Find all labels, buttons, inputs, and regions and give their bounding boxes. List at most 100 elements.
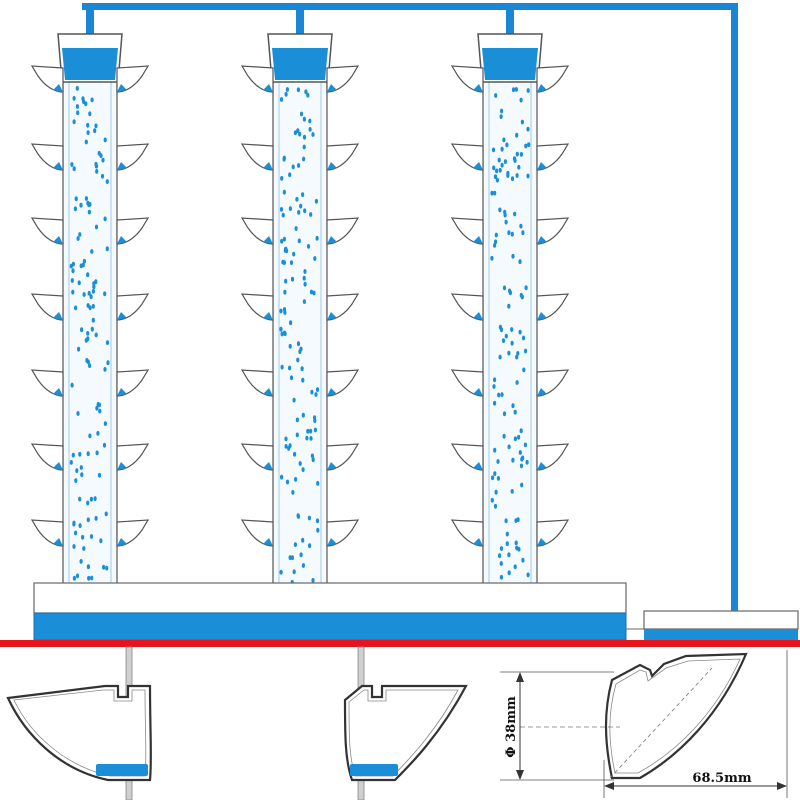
water-droplet — [313, 256, 317, 261]
water-droplet — [311, 578, 315, 583]
water-droplet — [77, 280, 81, 286]
water-droplet — [526, 88, 530, 93]
water-droplet — [513, 436, 518, 442]
water-droplet — [507, 230, 511, 236]
water-droplet — [90, 249, 94, 254]
water-droplet — [496, 476, 500, 481]
water-droplet — [311, 132, 315, 137]
water-droplet — [511, 253, 515, 259]
water-droplet — [288, 443, 292, 448]
planting-pot-left — [240, 217, 274, 245]
water-droplet — [95, 169, 99, 174]
water-droplet — [297, 210, 301, 215]
pot-water-left — [263, 462, 273, 470]
water-droplet — [88, 111, 92, 117]
water-droplet — [517, 546, 521, 552]
water-droplet — [525, 459, 529, 465]
water-droplet — [303, 269, 307, 274]
water-droplet — [494, 232, 498, 238]
water-droplet — [515, 132, 519, 138]
base-trough — [33, 582, 799, 641]
water-droplet — [79, 202, 83, 208]
water-droplet — [94, 224, 99, 230]
water-droplet — [94, 161, 98, 167]
water-droplet — [103, 367, 107, 372]
water-droplet — [285, 479, 290, 485]
water-droplet — [301, 467, 305, 472]
water-droplet — [281, 212, 285, 218]
tower-tube — [482, 79, 538, 586]
planting-pot-left — [30, 369, 64, 397]
cup-shell — [6, 684, 152, 782]
water-droplet — [103, 216, 107, 222]
water-droplet — [493, 471, 497, 476]
water-droplet — [524, 285, 528, 291]
water-droplet — [309, 289, 314, 295]
cup-detail-dimensioned: Φ 38mm 68.5mm — [500, 650, 788, 798]
water-droplet — [500, 108, 504, 114]
water-droplet — [72, 166, 76, 172]
planting-pot-right — [116, 143, 150, 171]
water-droplet — [499, 546, 504, 551]
pot-water-right — [537, 236, 547, 244]
planting-pot-left — [240, 519, 274, 547]
arrow-left — [604, 782, 614, 790]
water-droplet — [75, 573, 80, 579]
water-droplet — [296, 514, 301, 519]
water-droplet — [499, 574, 503, 580]
water-droplet — [498, 553, 502, 559]
planting-pot-right — [116, 519, 150, 547]
arrow-right — [777, 782, 787, 790]
planting-pot-left — [240, 65, 274, 93]
water-droplet — [313, 415, 317, 420]
water-droplet — [492, 165, 496, 171]
water-droplet — [103, 137, 107, 143]
pot-water-left — [263, 236, 273, 244]
water-droplet — [511, 403, 515, 409]
water-droplet — [105, 565, 109, 571]
water-droplet — [303, 208, 307, 214]
pot-water-right — [327, 162, 337, 170]
pot-water-right — [117, 312, 127, 320]
water-droplet — [518, 259, 522, 265]
water-droplet — [526, 126, 530, 132]
water-droplet — [515, 380, 519, 385]
water-droplet — [99, 538, 103, 544]
water-droplet — [505, 142, 509, 148]
water-droplet — [519, 97, 523, 103]
water-droplet — [505, 531, 509, 537]
pot-water-left — [473, 312, 483, 320]
water-droplet — [508, 288, 512, 294]
water-droplet — [93, 128, 97, 134]
pot-water-left — [53, 388, 63, 396]
planting-pot-right — [536, 65, 570, 93]
water-droplet — [516, 351, 520, 356]
reservoir-water — [272, 48, 328, 80]
water-droplet — [511, 87, 516, 93]
water-droplet — [500, 162, 504, 168]
water-droplet — [519, 463, 524, 469]
planting-pot-left — [30, 293, 64, 321]
water-droplet — [514, 87, 519, 92]
water-droplet — [105, 340, 110, 345]
water-droplet — [288, 172, 292, 178]
pot-water-left — [53, 312, 63, 320]
water-droplet — [292, 251, 296, 257]
water-droplet — [301, 537, 305, 543]
water-droplet — [294, 226, 298, 231]
water-droplet — [504, 333, 508, 339]
water-droplet — [308, 118, 312, 124]
water-droplet — [90, 326, 94, 332]
water-droplet — [72, 544, 76, 549]
cup-water — [96, 764, 148, 776]
water-droplet — [76, 411, 80, 416]
water-droplet — [86, 451, 90, 457]
pot-water-right — [327, 312, 337, 320]
water-droplet — [282, 156, 286, 162]
water-droplet — [507, 570, 511, 576]
water-droplet — [284, 444, 288, 449]
water-droplet — [89, 294, 93, 300]
water-droplet — [296, 357, 300, 363]
planting-pot-right — [116, 369, 150, 397]
water-droplet — [517, 434, 521, 440]
